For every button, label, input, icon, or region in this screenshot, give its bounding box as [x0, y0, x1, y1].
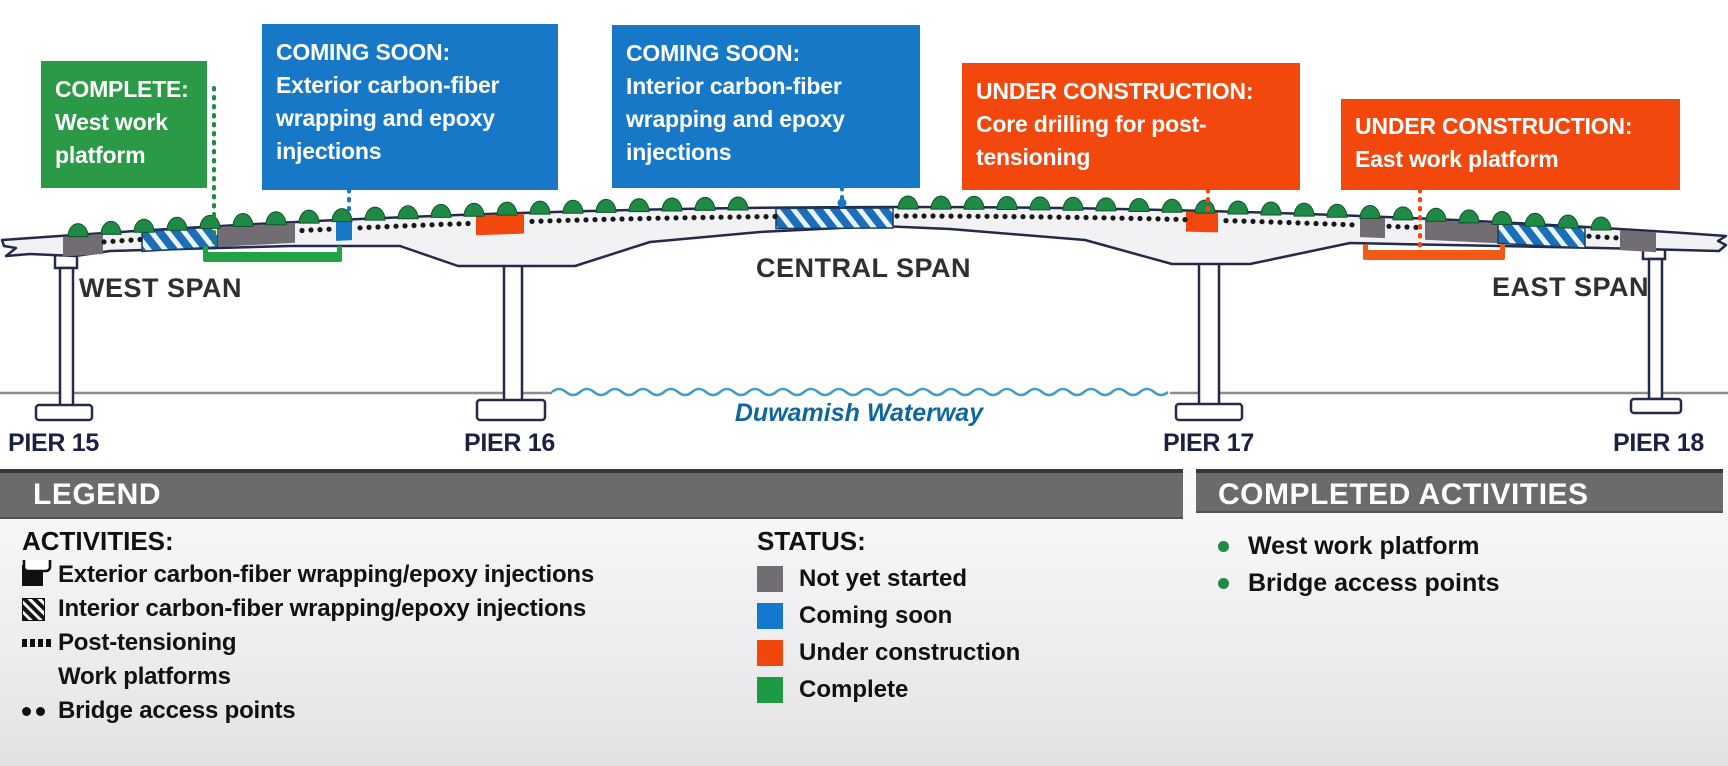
two-dots-icon — [22, 706, 58, 716]
callout-text: Core drilling for post-tensioning — [976, 111, 1207, 170]
legend-title: LEGEND — [33, 478, 162, 511]
segment-orange — [1186, 211, 1218, 233]
callout-text: Interior carbon-fiber wrapping and epoxy… — [626, 73, 845, 165]
legend-header-bar: LEGEND — [0, 469, 1183, 519]
completed-item-label: Bridge access points — [1248, 569, 1500, 597]
callout-under-construction-core-drilling: UNDER CONSTRUCTION: Core drilling for po… — [962, 63, 1300, 190]
status-item-under-construction: Under construction — [757, 634, 1020, 671]
pier-17-label: PIER 17 — [1163, 429, 1255, 457]
segment-gray — [1620, 230, 1656, 253]
legend-item-post-tensioning: Post-tensioning — [22, 626, 594, 660]
callout-under-construction-east-platform: UNDER CONSTRUCTION: East work platform — [1341, 99, 1680, 190]
pier-18-label: PIER 18 — [1613, 429, 1705, 457]
pier-17 — [1174, 260, 1244, 422]
green-bullet-icon — [1218, 541, 1229, 552]
legend-item-label: Work platforms — [58, 663, 231, 690]
post-tensioning-dots — [101, 213, 1619, 245]
segment-gray — [1360, 217, 1385, 239]
completed-item: West work platform — [1218, 528, 1499, 565]
completed-activities-header-bar: COMPLETED ACTIVITIES — [1196, 469, 1723, 513]
callout-coming-soon-exterior: COMING SOON: Exterior carbon-fiber wrapp… — [262, 24, 558, 190]
bridge-diagram — [0, 86, 1728, 422]
status-label: Not yet started — [799, 564, 968, 592]
segment-gray — [218, 222, 295, 247]
pier-15-label: PIER 15 — [8, 429, 100, 457]
completed-activities-list: West work platform Bridge access points — [1218, 528, 1499, 602]
segment-hatch — [1497, 222, 1586, 249]
status-heading: STATUS: — [757, 526, 866, 556]
status-label: Coming soon — [799, 601, 953, 629]
east-work-platform — [1363, 244, 1505, 260]
callout-status: UNDER CONSTRUCTION: — [976, 78, 1254, 104]
callout-complete-west-platform: COMPLETE: West work platform — [41, 61, 207, 188]
legend-item-label: Post-tensioning — [58, 629, 237, 656]
segment-gray — [1425, 219, 1498, 244]
callout-status: COMPLETE: — [55, 76, 189, 102]
callout-status: UNDER CONSTRUCTION: — [1355, 113, 1633, 139]
gray-swatch-icon — [757, 565, 783, 592]
callout-text: East work platform — [1355, 146, 1559, 172]
central-span-label: CENTRAL SPAN — [756, 253, 972, 283]
legend-item-interior-wrapping: Interior carbon-fiber wrapping/epoxy inj… — [22, 592, 594, 626]
deck-activity-segments — [63, 207, 1656, 257]
west-work-platform — [203, 246, 342, 262]
callout-status: COMING SOON: — [276, 39, 450, 65]
pier-16 — [475, 260, 547, 422]
status-label: Complete — [799, 675, 909, 703]
orange-swatch-icon — [757, 639, 783, 666]
activities-list: Exterior carbon-fiber wrapping/epoxy inj… — [22, 558, 594, 728]
callout-text: West work platform — [55, 109, 168, 168]
segment-orange — [476, 213, 524, 236]
segment-gray — [63, 233, 103, 257]
callout-status: COMING SOON: — [626, 40, 800, 66]
pier-15 — [34, 252, 94, 422]
west-span-label: WEST SPAN — [79, 273, 243, 303]
completed-activities-title: COMPLETED ACTIVITIES — [1218, 478, 1589, 511]
water-wave — [551, 387, 1169, 397]
legend-item-label: Interior carbon-fiber wrapping/epoxy inj… — [58, 595, 587, 622]
legend-item-work-platforms: Work platforms — [22, 560, 594, 694]
east-span-label: EAST SPAN — [1492, 272, 1650, 302]
completed-item-label: West work platform — [1248, 532, 1480, 560]
hatched-square-icon — [22, 597, 58, 621]
bridge-access-points — [67, 195, 1612, 238]
status-item-not-started: Not yet started — [757, 560, 1020, 597]
segment-hatch — [775, 207, 894, 230]
completed-item: Bridge access points — [1218, 565, 1499, 602]
activities-heading: ACTIVITIES: — [22, 526, 174, 556]
green-swatch-icon — [757, 676, 783, 703]
status-item-coming-soon: Coming soon — [757, 597, 1020, 634]
leader-interior-drop — [837, 198, 847, 208]
pier-16-label: PIER 16 — [464, 429, 556, 457]
legend-item-label: Bridge access points — [58, 697, 296, 724]
legend-item-bridge-access-points: Bridge access points — [22, 694, 594, 728]
status-label: Under construction — [799, 638, 1021, 666]
blue-swatch-icon — [757, 602, 783, 629]
status-item-complete: Complete — [757, 671, 1020, 708]
legend-item-label: Exterior carbon-fiber wrapping/epoxy inj… — [58, 561, 595, 588]
segment-blue — [336, 220, 352, 241]
waterway-label: Duwamish Waterway — [734, 399, 984, 427]
status-list: Not yet started Coming soon Under constr… — [757, 560, 1020, 708]
callout-coming-soon-interior: COMING SOON: Interior carbon-fiber wrapp… — [612, 25, 920, 188]
legend-item-exterior-wrapping: Exterior carbon-fiber wrapping/epoxy inj… — [22, 558, 594, 592]
dashed-line-icon — [22, 639, 58, 647]
callout-text: Exterior carbon-fiber wrapping and epoxy… — [276, 72, 500, 164]
green-bullet-icon — [1218, 578, 1229, 589]
